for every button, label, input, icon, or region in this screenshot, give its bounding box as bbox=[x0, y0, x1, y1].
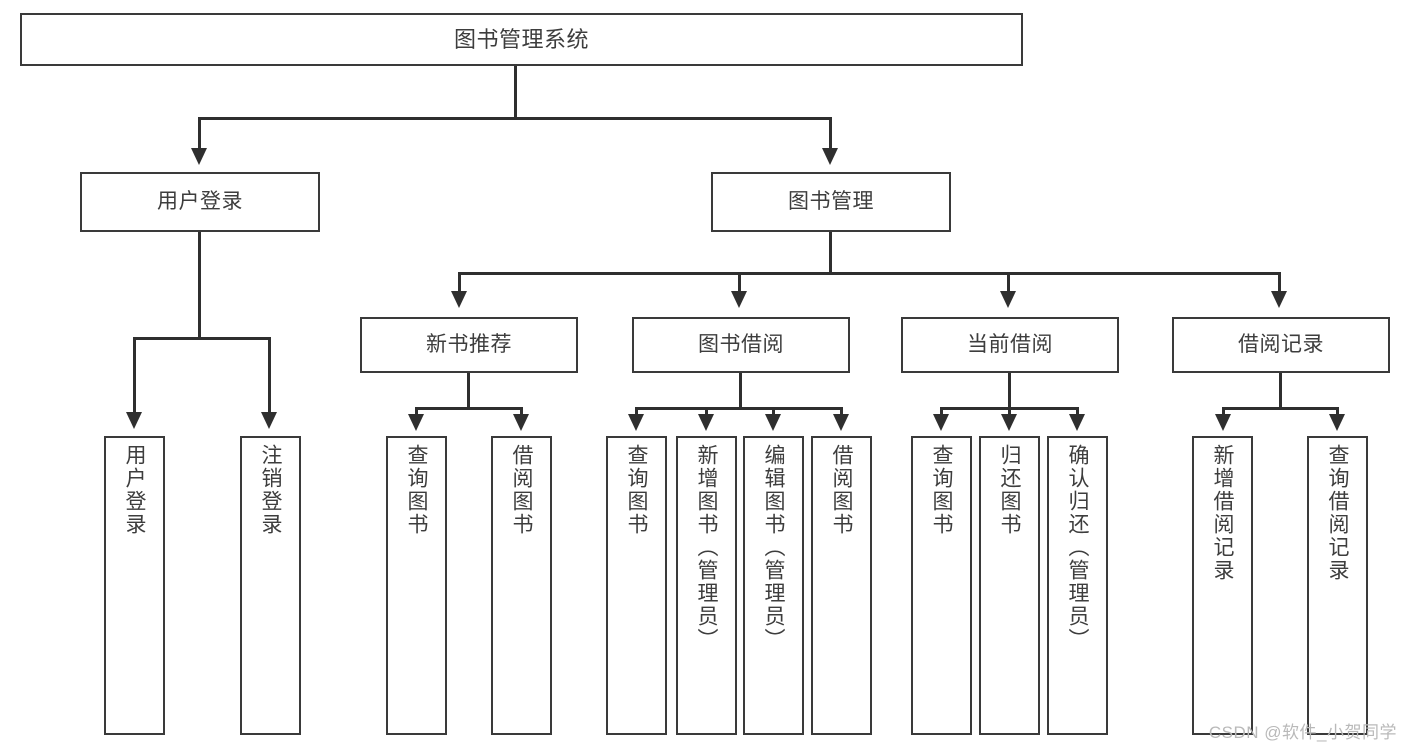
node-label: 确认归还（管理员） bbox=[1066, 444, 1089, 651]
edge-bookmgmt-stem bbox=[829, 232, 832, 273]
edge-borrow-to-leaf3 bbox=[772, 407, 775, 417]
arrow-newbook-to-leaf1 bbox=[408, 414, 424, 431]
edge-bookmgmt-to-borrow bbox=[738, 272, 741, 294]
node-label: 借阅图书 bbox=[510, 444, 533, 536]
node-root-system[interactable]: 图书管理系统 bbox=[20, 13, 1023, 66]
edge-userlogin-bar bbox=[133, 337, 270, 340]
edge-borrow-to-leaf4 bbox=[840, 407, 843, 417]
arrow-bookmgmt-to-record bbox=[1271, 291, 1287, 308]
edge-record-bar bbox=[1222, 407, 1339, 410]
node-leaf-query-book-current[interactable]: 查询图书 bbox=[911, 436, 972, 735]
edge-current-to-leaf2 bbox=[1008, 407, 1011, 417]
edge-borrow-stem bbox=[739, 373, 742, 409]
arrow-root-to-userlogin bbox=[191, 148, 207, 165]
node-label: 查询图书 bbox=[930, 444, 953, 536]
edge-record-to-leaf1 bbox=[1222, 407, 1225, 417]
node-leaf-query-book-recommend[interactable]: 查询图书 bbox=[386, 436, 447, 735]
edge-root-to-bookmgmt bbox=[829, 117, 832, 151]
node-leaf-logout[interactable]: 注销登录 bbox=[240, 436, 301, 735]
arrow-borrow-to-leaf1 bbox=[628, 414, 644, 431]
node-label: 新书推荐 bbox=[426, 332, 512, 356]
arrow-current-to-leaf1 bbox=[933, 414, 949, 431]
arrow-root-to-bookmgmt bbox=[822, 148, 838, 165]
edge-newbook-to-leaf2 bbox=[520, 407, 523, 417]
node-label: 注销登录 bbox=[259, 444, 282, 536]
node-label: 借阅图书 bbox=[830, 444, 853, 536]
node-leaf-add-book-admin[interactable]: 新增图书（管理员） bbox=[676, 436, 737, 735]
node-leaf-add-borrow-record[interactable]: 新增借阅记录 bbox=[1192, 436, 1253, 735]
node-label: 图书管理 bbox=[788, 189, 874, 213]
node-label: 查询图书 bbox=[625, 444, 648, 536]
edge-newbook-bar bbox=[415, 407, 523, 410]
node-label: 新增图书（管理员） bbox=[695, 444, 718, 651]
edge-userlogin-to-leaf1 bbox=[133, 337, 136, 415]
arrow-bookmgmt-to-current bbox=[1000, 291, 1016, 308]
edge-newbook-stem bbox=[467, 373, 470, 409]
node-current-borrow[interactable]: 当前借阅 bbox=[901, 317, 1119, 373]
node-label: 用户登录 bbox=[157, 189, 243, 213]
edge-bookmgmt-to-current bbox=[1007, 272, 1010, 294]
edge-borrow-bar bbox=[635, 407, 843, 410]
arrow-record-to-leaf2 bbox=[1329, 414, 1345, 431]
node-label: 新增借阅记录 bbox=[1211, 444, 1234, 582]
node-borrow-record[interactable]: 借阅记录 bbox=[1172, 317, 1390, 373]
node-label: 归还图书 bbox=[998, 444, 1021, 536]
node-user-login[interactable]: 用户登录 bbox=[80, 172, 320, 232]
edge-borrow-to-leaf2 bbox=[705, 407, 708, 417]
node-leaf-return-book[interactable]: 归还图书 bbox=[979, 436, 1040, 735]
node-leaf-borrow-book-recommend[interactable]: 借阅图书 bbox=[491, 436, 552, 735]
edge-userlogin-stem bbox=[198, 232, 201, 338]
edge-current-to-leaf1 bbox=[940, 407, 943, 417]
edge-root-bar bbox=[198, 117, 832, 120]
node-label: 图书借阅 bbox=[698, 332, 784, 356]
arrow-record-to-leaf1 bbox=[1215, 414, 1231, 431]
node-label: 编辑图书（管理员） bbox=[762, 444, 785, 651]
node-leaf-borrow-book[interactable]: 借阅图书 bbox=[811, 436, 872, 735]
node-label: 用户登录 bbox=[123, 444, 146, 536]
node-book-borrow[interactable]: 图书借阅 bbox=[632, 317, 850, 373]
node-book-management[interactable]: 图书管理 bbox=[711, 172, 951, 232]
arrow-bookmgmt-to-borrow bbox=[731, 291, 747, 308]
node-label: 查询借阅记录 bbox=[1326, 444, 1349, 582]
node-label: 图书管理系统 bbox=[453, 26, 589, 52]
edge-bookmgmt-to-newbook bbox=[458, 272, 461, 294]
arrow-userlogin-to-leaf1 bbox=[126, 412, 142, 429]
edge-bookmgmt-bar bbox=[458, 272, 1281, 275]
node-label: 借阅记录 bbox=[1238, 332, 1324, 356]
arrow-userlogin-to-leaf2 bbox=[261, 412, 277, 429]
arrow-borrow-to-leaf3 bbox=[765, 414, 781, 431]
edge-root-stem bbox=[514, 66, 517, 119]
node-leaf-confirm-return-admin[interactable]: 确认归还（管理员） bbox=[1047, 436, 1108, 735]
node-label: 查询图书 bbox=[405, 444, 428, 536]
edge-current-to-leaf3 bbox=[1076, 407, 1079, 417]
node-leaf-query-book-borrow[interactable]: 查询图书 bbox=[606, 436, 667, 735]
arrow-current-to-leaf2 bbox=[1001, 414, 1017, 431]
arrow-current-to-leaf3 bbox=[1069, 414, 1085, 431]
edge-userlogin-to-leaf2 bbox=[268, 337, 271, 415]
edge-record-to-leaf2 bbox=[1336, 407, 1339, 417]
edge-current-stem bbox=[1008, 373, 1011, 409]
node-leaf-query-borrow-record[interactable]: 查询借阅记录 bbox=[1307, 436, 1368, 735]
arrow-borrow-to-leaf2 bbox=[698, 414, 714, 431]
node-leaf-user-login[interactable]: 用户登录 bbox=[104, 436, 165, 735]
edge-record-stem bbox=[1279, 373, 1282, 409]
node-leaf-edit-book-admin[interactable]: 编辑图书（管理员） bbox=[743, 436, 804, 735]
node-label: 当前借阅 bbox=[967, 332, 1053, 356]
arrow-bookmgmt-to-newbook bbox=[451, 291, 467, 308]
edge-root-to-userlogin bbox=[198, 117, 201, 151]
edge-newbook-to-leaf1 bbox=[415, 407, 418, 417]
arrow-newbook-to-leaf2 bbox=[513, 414, 529, 431]
edge-borrow-to-leaf1 bbox=[635, 407, 638, 417]
arrow-borrow-to-leaf4 bbox=[833, 414, 849, 431]
node-new-book-recommend[interactable]: 新书推荐 bbox=[360, 317, 578, 373]
edge-bookmgmt-to-record bbox=[1278, 272, 1281, 294]
